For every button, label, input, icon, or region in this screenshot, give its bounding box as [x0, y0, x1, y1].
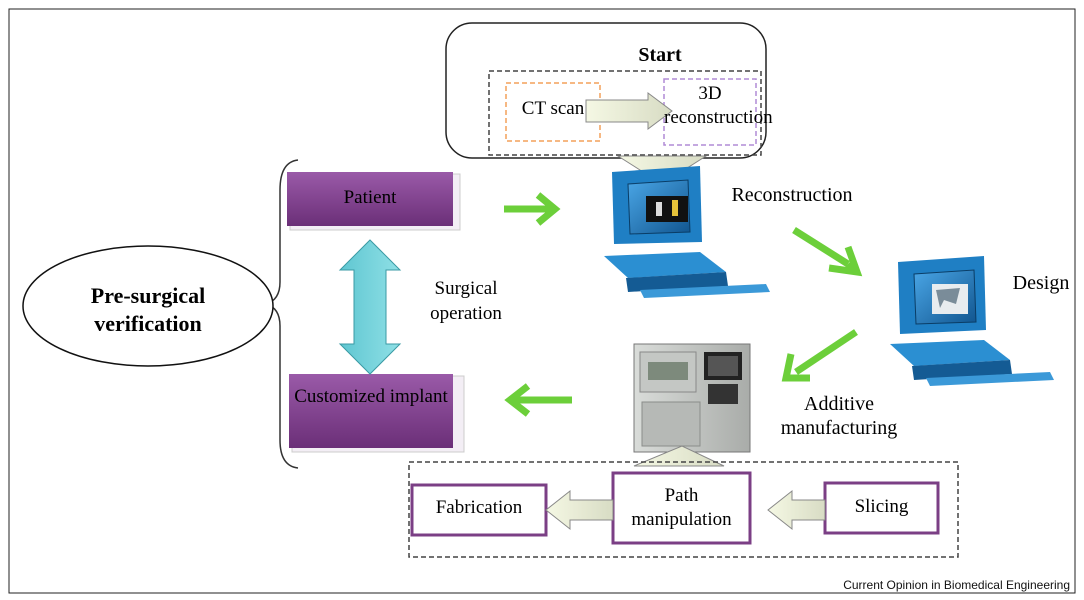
design-to-manufacturing-arrowhead: [781, 353, 810, 382]
design-to-manufacturing-arrow: [794, 329, 858, 375]
customized-implant-label: Customized implant: [294, 386, 448, 407]
path-manipulation-label: Path manipulation: [631, 485, 732, 530]
process-up-arrow: [633, 445, 725, 467]
start-title: Start: [638, 44, 682, 66]
path-to-fabrication-arrow: [545, 489, 614, 531]
additive-manufacturing-machine-image: [633, 343, 751, 453]
reconstruction-to-design-arrow: [792, 227, 850, 267]
manufacturing-to-implant-arrowhead: [504, 383, 531, 417]
reconstruction-to-design-arrowhead: [828, 245, 863, 277]
reconstruction-label: Reconstruction: [731, 184, 853, 206]
path-manipulation-box: [611, 471, 752, 545]
design-computer-icon: [890, 256, 1054, 386]
patient-to-reconstruction-arrowhead: [535, 192, 561, 226]
reconstruction-computer-icon: [604, 166, 770, 298]
journal-credit: Current Opinion in Biomedical Engineerin…: [843, 578, 1070, 592]
slicing-label: Slicing: [854, 496, 909, 517]
customized-implant-box: [289, 374, 453, 448]
surgical-double-arrow: [338, 239, 402, 375]
fabrication-label: Fabrication: [435, 497, 523, 518]
ct-to-3d-arrow: [585, 92, 673, 130]
reconstruction-3d-label: 3D reconstruction: [664, 83, 773, 128]
surgical-operation-label: Surgical operation: [430, 278, 502, 324]
patient-box: [287, 172, 453, 226]
figure-frame: [8, 8, 1076, 594]
slicing-to-path-arrow: [767, 489, 826, 531]
ct-scan-label: CT scan: [521, 98, 585, 119]
start-box: [445, 22, 767, 159]
pre-surgical-ellipse: [22, 245, 274, 367]
process-dashed-group: [408, 461, 959, 558]
pre-surgical-verification-label: Pre-surgical verification: [90, 283, 206, 336]
fabrication-box: [410, 483, 548, 537]
additive-manufacturing-label: Additive manufacturing: [780, 393, 898, 439]
slicing-box: [823, 481, 940, 535]
design-label: Design: [1012, 272, 1070, 294]
patient-label: Patient: [343, 187, 397, 208]
start-dashed-group: [488, 70, 762, 156]
